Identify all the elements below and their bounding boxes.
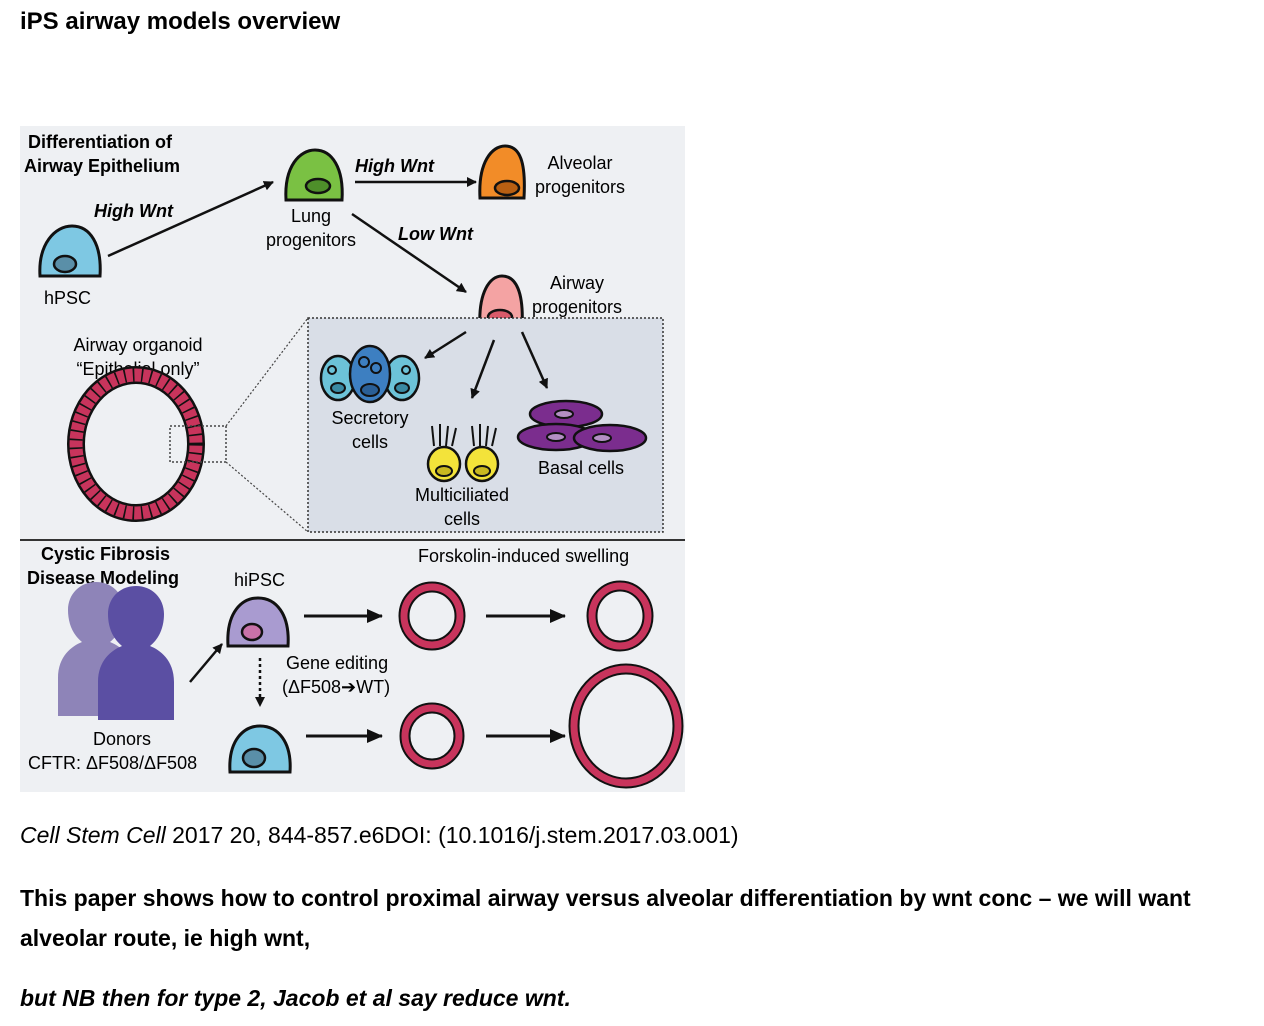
organoid-zoom-box: [169, 425, 227, 463]
multiciliated-label-line2: cells: [444, 509, 480, 529]
airway-label-line1: Airway: [550, 273, 604, 293]
note-paragraph-1: This paper shows how to control proximal…: [20, 885, 1191, 951]
secretory-label-line1: Secretory: [331, 408, 408, 428]
lung-label-line1: Lung: [291, 206, 331, 226]
hipsc-cell: [226, 596, 290, 648]
hipsc-label: hiPSC: [234, 570, 285, 590]
airway-organoid-ring: [67, 366, 205, 522]
zoom-line-bottom: [225, 461, 309, 533]
corrected-organoid-swollen: [568, 663, 684, 789]
basal-cells: [516, 399, 648, 453]
basal-label: Basal cells: [538, 458, 624, 478]
section-1-title-line2: Airway Epithelium: [24, 156, 180, 176]
multiciliated-label-line1: Multiciliated: [415, 485, 509, 505]
alveolar-label-line1: Alveolar: [547, 153, 612, 173]
alveolar-progenitor-cell: [478, 144, 526, 200]
alveolar-label-line2: progenitors: [535, 177, 625, 197]
lung-label-line2: progenitors: [266, 230, 356, 250]
airway-progenitor-cell: [478, 274, 524, 330]
arrow-to-basal: [520, 331, 549, 389]
donors-label: Donors: [93, 729, 151, 749]
cf-organoid-before: [398, 581, 466, 651]
citation: Cell Stem Cell 2017 20, 844-857.e6DOI: (…: [20, 822, 739, 849]
fis-label: Forskolin-induced swelling: [418, 546, 629, 566]
arrow-lung-to-airway: [351, 212, 467, 294]
arrow-donors-to-hipsc: [189, 643, 223, 683]
section-2-title-line1: Cystic Fibrosis: [41, 544, 170, 564]
note-paragraph-2: but NB then for type 2, Jacob et al say …: [20, 985, 571, 1011]
low-wnt-label: Low Wnt: [398, 224, 474, 244]
hpsc-cell: [38, 224, 102, 278]
arrow-to-multiciliated: [470, 339, 496, 399]
arrow-hpsc-to-lung: [107, 180, 274, 258]
page-title: iPS airway models overview: [20, 8, 341, 35]
secretory-cells: [319, 344, 421, 404]
citation-journal: Cell Stem Cell: [20, 822, 166, 848]
cf-organoid-after: [586, 580, 654, 652]
organoid-label-line1: Airway organoid: [73, 335, 202, 355]
high-wnt-label-1: High Wnt: [94, 201, 174, 221]
hpsc-label: hPSC: [44, 288, 91, 308]
lung-progenitor-cell: [284, 148, 344, 202]
corrected-cell: [228, 724, 292, 774]
high-wnt-label-2: High Wnt: [355, 156, 435, 176]
gene-editing-label-line2: (ΔF508➔WT): [282, 677, 390, 697]
figure-diagram: Differentiation of Airway Epithelium hPS…: [20, 132, 685, 789]
arrow-to-secretory: [424, 330, 467, 360]
airway-label-line2: progenitors: [532, 297, 622, 317]
figure-panel: Differentiation of Airway Epithelium hPS…: [20, 126, 685, 792]
citation-details: 2017 20, 844-857.e6DOI: (10.1016/j.stem.…: [165, 822, 739, 848]
corrected-organoid-before: [399, 702, 465, 770]
multiciliated-cells: [426, 424, 500, 483]
cftr-label: CFTR: ΔF508/ΔF508: [28, 753, 197, 773]
donors-figure: [58, 582, 174, 720]
zoom-line-top: [225, 317, 309, 427]
section-2-title-line2: Disease Modeling: [27, 568, 179, 588]
section-1-title-line1: Differentiation of: [28, 132, 173, 152]
secretory-label-line2: cells: [352, 432, 388, 452]
gene-editing-label-line1: Gene editing: [286, 653, 388, 673]
